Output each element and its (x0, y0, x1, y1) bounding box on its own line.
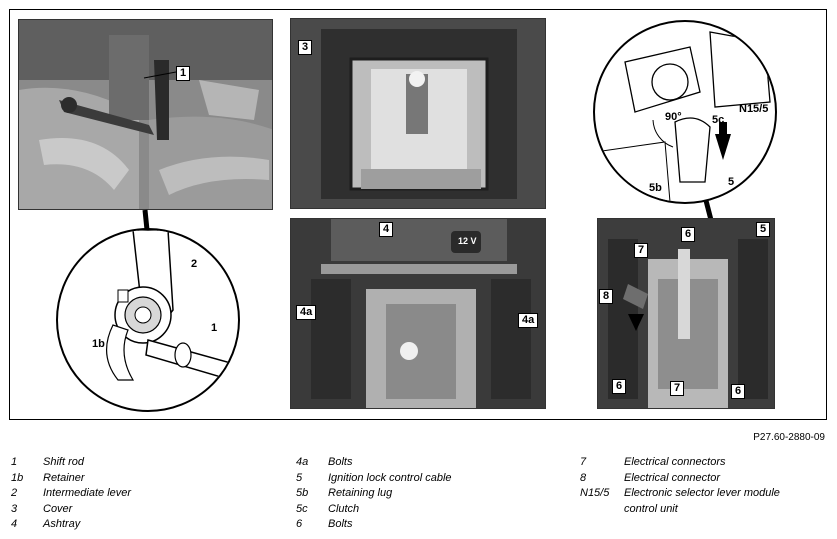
legend-num: 1 (11, 456, 18, 468)
legend-num: 3 (11, 502, 18, 515)
legend-text: Intermediate lever (43, 487, 132, 499)
legend-item: 1b Retainer (11, 471, 131, 487)
callout-6-bottom-left: 6 (612, 379, 627, 394)
label-5: 5 (728, 176, 735, 188)
callout-7-top: 7 (634, 243, 649, 258)
legend-text: Ignition lock control cable (328, 471, 452, 484)
legend-item: 5b Retaining lug (296, 486, 452, 502)
legend-text: Electronic selector lever module (624, 487, 780, 499)
legend-column-1: 1 Shift rod 1b Retainer 2 Intermediate leve… (11, 455, 131, 533)
legend-num: 6 (296, 518, 303, 530)
legend-item: 4 Ashtray (11, 517, 131, 533)
callout-7-bottom: 7 (670, 381, 685, 396)
legend-item: 5c Clutch (296, 502, 452, 518)
legend-text: Bolts (328, 518, 353, 530)
legend-item: N15/5 Electronic selector lever module (580, 486, 780, 502)
legend-num: 2 (11, 487, 18, 499)
legend-num: 5c (296, 502, 308, 515)
photo-selector-module (597, 218, 775, 409)
legend-item: 6 Bolts (296, 517, 452, 533)
label-5b: 5b (649, 182, 662, 194)
callout-4a-right: 4a (518, 313, 539, 328)
legend-item: control unit (580, 502, 780, 518)
legend-text: Clutch (328, 502, 360, 515)
detail-circle-shift-rod (56, 228, 240, 412)
legend-item: 5 Ignition lock control cable (296, 471, 452, 487)
legend-item: 1 Shift rod (11, 455, 131, 471)
legend-item: 3 Cover (11, 502, 131, 518)
legend-num: 4a (296, 456, 309, 468)
legend-text: Cover (43, 502, 73, 515)
figure-reference: P27.60-2880-09 (753, 432, 825, 443)
label-n15-5: N15/5 (739, 103, 769, 115)
callout-5: 5 (756, 222, 771, 237)
badge-12v: 12 V (458, 236, 477, 246)
legend-num: 5b (296, 487, 309, 499)
callout-1-rod: 1 (211, 322, 218, 334)
legend-item: 8 Electrical connector (580, 471, 780, 487)
callout-1-photo: 1 (176, 66, 191, 81)
photo-ashtray (290, 218, 546, 409)
photo-shift-rod (18, 19, 273, 210)
legend-column-3: 7 Electrical connectors 8 Electrical conne… (580, 455, 780, 517)
callout-1b: 1b (92, 338, 105, 350)
photo-cover (290, 18, 546, 209)
legend-text: Retaining lug (328, 487, 393, 499)
legend-text: Shift rod (43, 456, 84, 468)
legend-num (580, 502, 624, 518)
callout-4: 4 (379, 222, 394, 237)
label-90-degrees: 90° (665, 111, 682, 123)
legend-item: 4a Bolts (296, 455, 452, 471)
legend-item: 2 Intermediate lever (11, 486, 131, 502)
legend-text: control unit (624, 502, 678, 515)
legend-text: Electrical connectors (624, 456, 726, 468)
legend-text: Retainer (43, 471, 85, 484)
legend-num: N15/5 (580, 487, 610, 499)
legend-num: 8 (580, 471, 587, 484)
callout-3: 3 (298, 40, 313, 55)
legend-num: 7 (580, 456, 587, 468)
legend-num: 5 (296, 471, 303, 484)
callout-6-top: 6 (681, 227, 696, 242)
callout-2: 2 (191, 258, 198, 270)
callout-8: 8 (599, 289, 614, 304)
callout-4a-left: 4a (296, 305, 317, 320)
legend-item: 7 Electrical connectors (580, 455, 780, 471)
legend-num: 4 (11, 518, 18, 530)
label-5c: 5c (712, 114, 725, 126)
legend-num: 1b (11, 471, 24, 484)
callout-6-bottom-right: 6 (731, 384, 746, 399)
legend-text: Electrical connector (624, 471, 720, 484)
legend-text: Bolts (328, 456, 353, 468)
legend-text: Ashtray (43, 518, 81, 530)
